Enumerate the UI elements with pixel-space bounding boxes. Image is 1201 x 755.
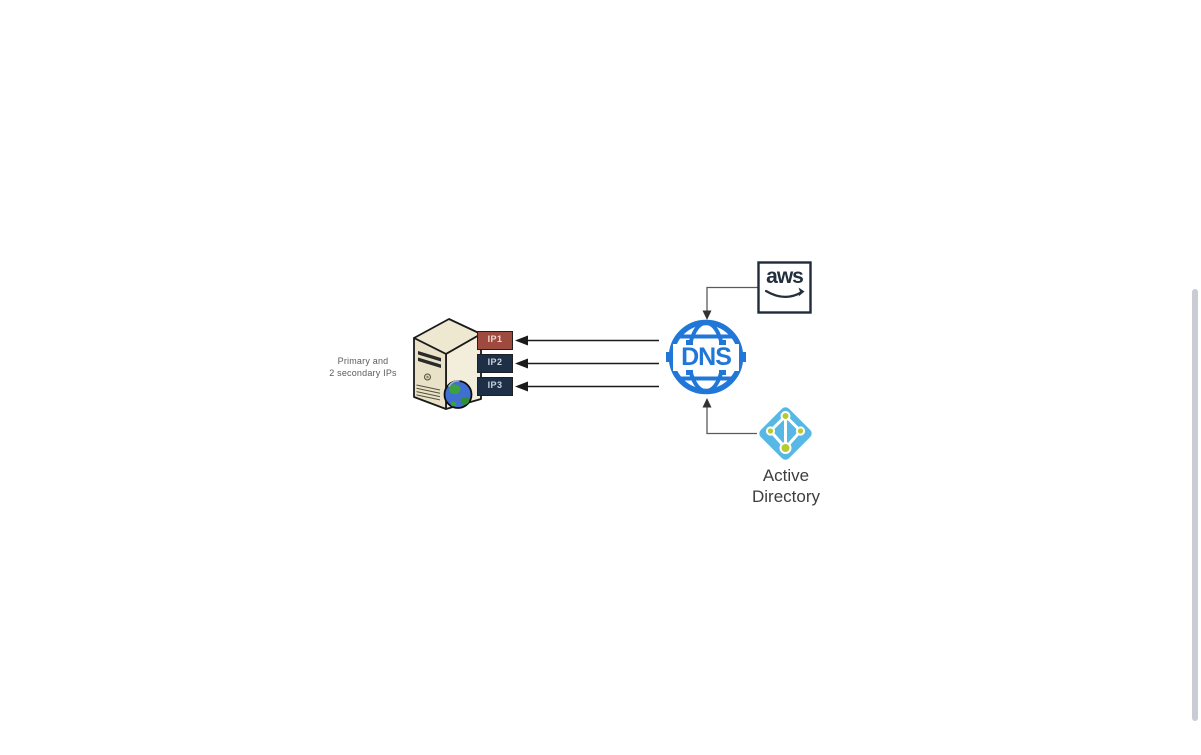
arrow-dns-to-ip1 [515, 335, 659, 346]
dns-label: DNS [681, 343, 732, 371]
connector-aws-to-dns [702, 286, 758, 320]
arrow-dns-to-ip3 [515, 381, 659, 392]
globe-icon [443, 380, 473, 409]
active-directory-icon [759, 407, 812, 460]
aws-label: aws [766, 265, 804, 288]
scrollbar-thumb[interactable] [1192, 289, 1198, 721]
arrow-dns-to-ip2 [515, 358, 659, 369]
active-directory-label-line1: Active [762, 466, 810, 485]
server-ips-label-line2: 2 secondary IPs [329, 368, 397, 378]
ip-badge-2: IP2 [477, 354, 513, 373]
server-icon [413, 318, 482, 410]
active-directory-label: Active Directory [724, 466, 848, 507]
server-ips-label: Primary and 2 secondary IPs [313, 355, 413, 379]
connector-ad-to-dns [702, 398, 757, 435]
server-ips-label-line1: Primary and [337, 356, 389, 366]
active-directory-label-line2: Directory [751, 486, 820, 506]
ip-badge-3: IP3 [477, 377, 513, 396]
ip-badge-1: IP1 [477, 331, 513, 350]
